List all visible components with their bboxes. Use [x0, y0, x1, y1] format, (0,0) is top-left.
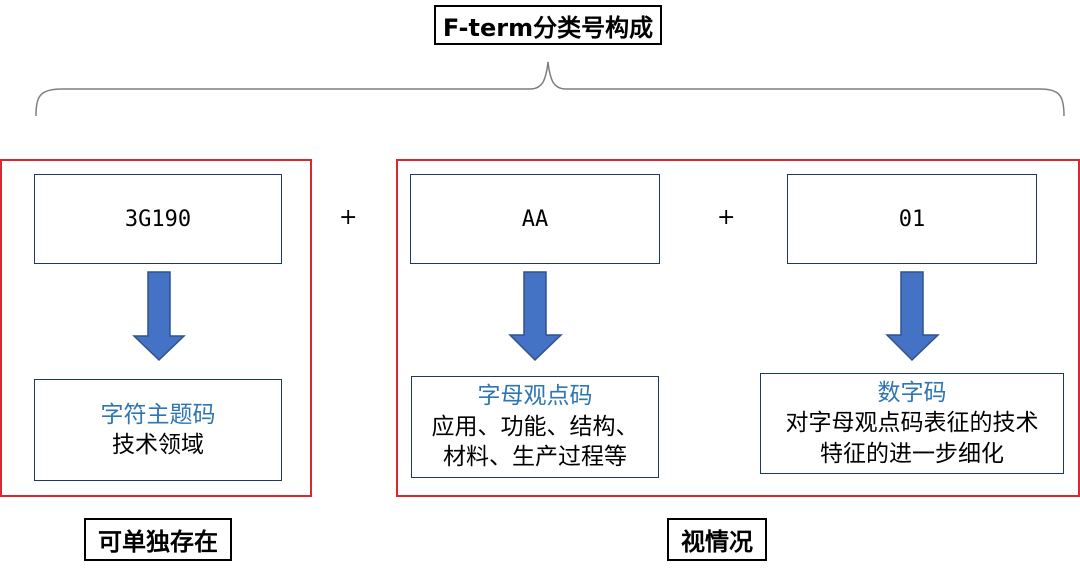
diagram-title: F-term分类号构成 — [434, 5, 662, 45]
top-brace — [35, 61, 1065, 117]
figure-description-box: 数字码 对字母观点码表征的技术 特征的进一步细化 — [760, 373, 1064, 474]
theme-code-description: 技术领域 — [112, 432, 204, 458]
theme-group-frame — [0, 159, 312, 497]
theme-description-box: 字符主题码 技术领域 — [34, 379, 282, 481]
plus-sign-2: + — [717, 205, 736, 230]
viewpoint-code-box: AA — [410, 174, 660, 264]
theme-code-name: 字符主题码 — [100, 401, 216, 428]
figure-code-box: 01 — [787, 174, 1037, 264]
plus-sign-1: + — [339, 205, 358, 230]
figure-description-line: 特征的进一步细化 — [820, 440, 1004, 467]
down-arrow-viewpoint — [508, 271, 563, 362]
viewpoint-description-box: 字母观点码 应用、功能、结构、 材料、生产过程等 — [411, 376, 659, 478]
theme-code-box: 3G190 — [34, 174, 282, 264]
viewpoint-code-name: 字母观点码 — [477, 383, 593, 410]
code-group-frame — [396, 159, 1080, 497]
viewpoint-description-line: 材料、生产过程等 — [443, 444, 627, 471]
figure-description-line: 对字母观点码表征的技术 — [785, 410, 1039, 437]
viewpoint-description-line: 应用、功能、结构、 — [431, 413, 639, 440]
down-arrow-theme — [132, 271, 186, 362]
conditional-note: 视情况 — [667, 518, 767, 561]
figure-code-name: 数字码 — [877, 379, 947, 406]
down-arrow-figure — [885, 271, 940, 362]
standalone-note: 可单独存在 — [84, 518, 232, 561]
